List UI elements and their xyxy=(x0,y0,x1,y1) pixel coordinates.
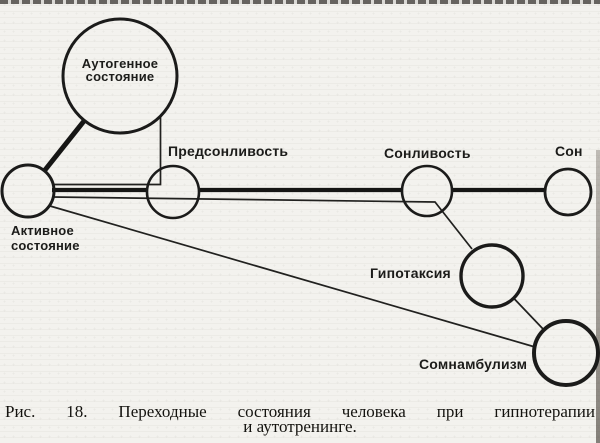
node-sleep-circle xyxy=(543,167,593,217)
label-autogenic-state: Аутогенное состояние xyxy=(50,56,190,84)
node-active-circle xyxy=(0,163,56,219)
label-autogenic-line1: Аутогенное xyxy=(81,56,159,71)
label-sleep: Сон xyxy=(555,143,583,159)
label-hypotaxia: Гипотаксия xyxy=(370,265,451,281)
label-predrowsiness: Предсонливость xyxy=(168,143,289,159)
label-active-line2: состояние xyxy=(11,238,80,253)
edge-active-autogenic-thick xyxy=(43,119,86,172)
node-drowsiness-circle xyxy=(400,164,454,218)
label-autogenic-line2: состояние xyxy=(85,68,155,84)
edge-active-somnambulism xyxy=(49,205,536,348)
edge-autogenic-active-elbow xyxy=(53,117,162,186)
edge-hypotaxia-somnambulism xyxy=(512,297,545,331)
node-somnambulism-circle xyxy=(532,319,600,387)
caption-line-1: Рис. 18. Переходные состояния человека п… xyxy=(5,402,595,421)
caption-line-2: и аутотренинге. xyxy=(243,417,357,436)
label-drowsiness: Сонливость xyxy=(384,145,471,161)
figure-caption: Рис. 18. Переходные состояния человека п… xyxy=(0,402,600,436)
edge-active-hypotaxia xyxy=(52,196,473,250)
diagram-canvas xyxy=(0,17,600,387)
scan-edge-artifact-right xyxy=(596,150,600,443)
label-active-line1: Активное xyxy=(11,223,74,238)
node-hypotaxia-circle xyxy=(459,243,525,309)
label-somnambulism: Сомнамбулизм xyxy=(419,356,528,372)
node-predrowsiness-circle xyxy=(145,164,201,220)
scan-edge-artifact-top xyxy=(0,0,600,4)
node-autogenic-circle xyxy=(61,17,179,135)
label-active-state: Активное состояние xyxy=(11,223,80,253)
